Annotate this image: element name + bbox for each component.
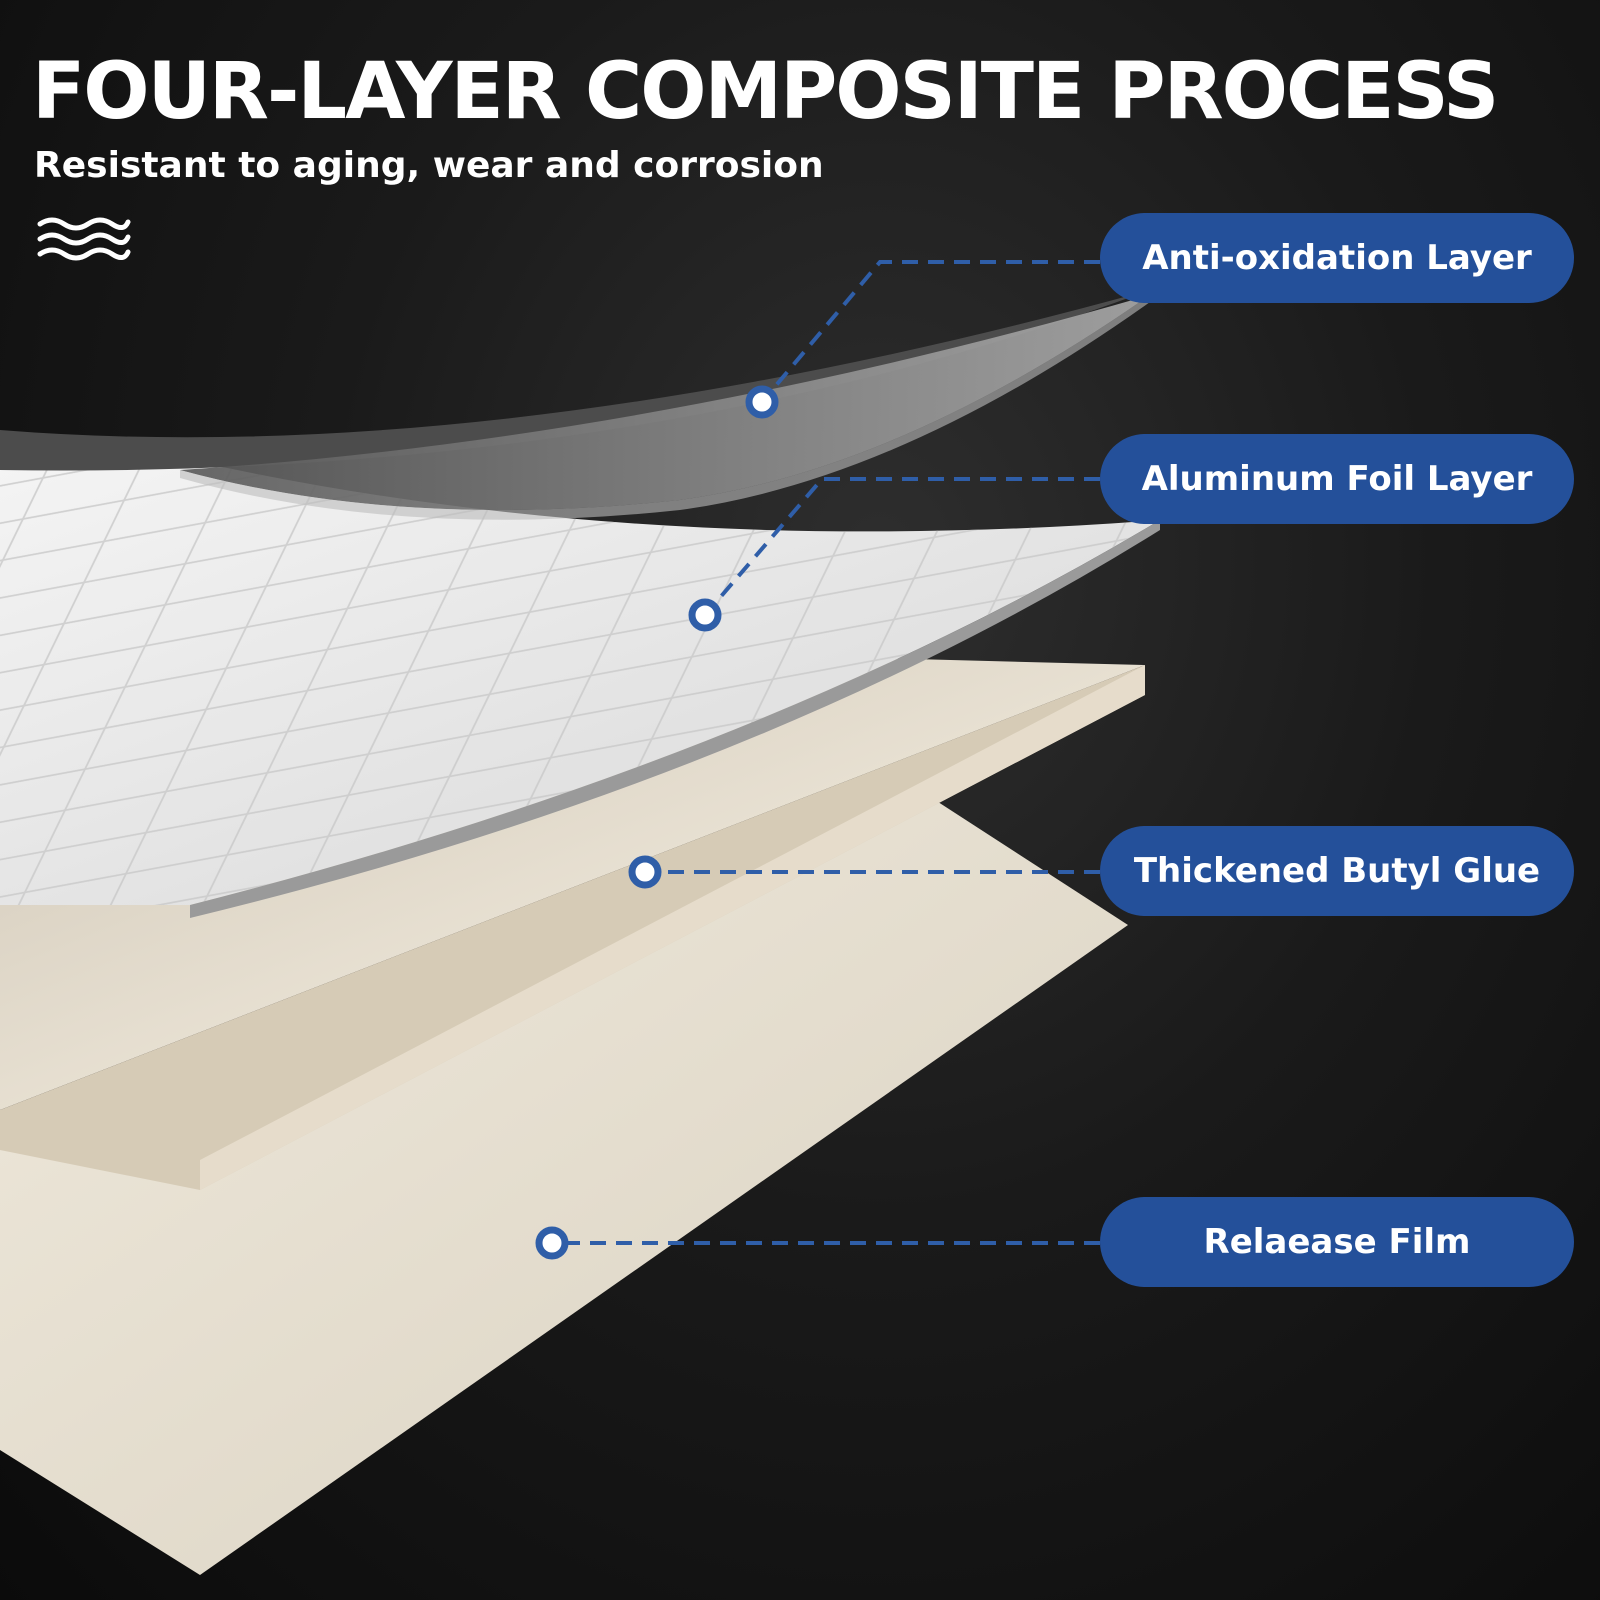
butyl-glue-edge (0, 665, 1145, 1190)
label-release-film: Relaease Film (1100, 1197, 1574, 1287)
label-thickened-butyl-glue: Thickened Butyl Glue (1100, 826, 1574, 916)
anti-oxidation-sheet (180, 295, 1150, 510)
label-aluminum-foil-layer: Aluminum Foil Layer (1100, 434, 1574, 524)
label-anti-oxidation-layer: Anti-oxidation Layer (1100, 213, 1574, 303)
dot-butyl-glue (628, 855, 662, 889)
wave-icon (37, 217, 131, 261)
dot-aluminum-foil (688, 598, 722, 632)
page-title: FOUR-LAYER COMPOSITE PROCESS (32, 47, 1499, 137)
release-film-sheet (0, 800, 1128, 1575)
connector-anti-oxidation (760, 260, 1100, 404)
connector-aluminum-foil (703, 477, 1100, 617)
page-subtitle: Resistant to aging, wear and corrosion (34, 145, 824, 186)
dot-release-film (535, 1226, 569, 1260)
dot-anti-oxidation (745, 385, 779, 419)
